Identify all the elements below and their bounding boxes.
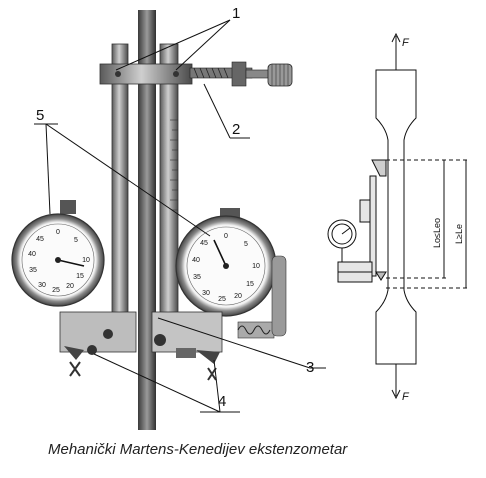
svg-text:35: 35	[193, 274, 201, 281]
svg-text:10: 10	[82, 257, 90, 264]
svg-text:30: 30	[202, 290, 210, 297]
callout-5: 5	[36, 107, 44, 124]
svg-text:0: 0	[56, 229, 60, 236]
svg-text:25: 25	[52, 287, 60, 294]
force-bottom-label: F	[402, 391, 410, 403]
leader-lines	[34, 19, 326, 413]
svg-text:0: 0	[224, 233, 228, 240]
svg-text:40: 40	[192, 257, 200, 264]
right-frame-bar	[159, 43, 179, 335]
svg-text:15: 15	[246, 281, 254, 288]
specimen-outline	[375, 69, 417, 365]
right-dial-needle	[213, 239, 227, 267]
svg-text:20: 20	[66, 283, 74, 290]
callout-3: 3	[306, 359, 314, 376]
svg-text:15: 15	[76, 273, 84, 280]
svg-text:40: 40	[28, 251, 36, 258]
specimen-rod	[138, 10, 156, 430]
svg-text:20: 20	[234, 293, 242, 300]
right-dial-numbers: 10 15 20 25 30 35 40 45 5 0	[192, 233, 260, 303]
lower-housing-right	[151, 311, 223, 353]
callout-2: 2	[232, 121, 240, 138]
specimen-schematic	[327, 32, 470, 400]
gauge-length-l-label: L≥Le	[454, 224, 464, 244]
extensometer-photo: 10 15 20 25 30 35 40 45 5 0 10 15 20 25 …	[11, 5, 326, 430]
svg-text:10: 10	[252, 263, 260, 270]
left-dial-needle	[57, 259, 85, 267]
left-frame-bar	[111, 43, 129, 345]
callout-1: 1	[232, 5, 240, 22]
svg-text:5: 5	[244, 241, 248, 248]
svg-text:45: 45	[36, 236, 44, 243]
figure-caption: Mehanički Martens-Kenedijev ekstenzometa…	[48, 441, 348, 458]
svg-text:25: 25	[218, 296, 226, 303]
left-dial-numbers: 10 15 20 25 30 35 40 45 5 0	[28, 229, 90, 294]
spring-block	[237, 321, 275, 339]
svg-text:5: 5	[74, 237, 78, 244]
schematic-labels: F F Lo≤Leo L≥Le	[402, 37, 464, 403]
force-top-label: F	[402, 37, 410, 49]
svg-text:30: 30	[38, 282, 46, 289]
gauge-length-lo-label: Lo≤Leo	[432, 218, 442, 248]
svg-text:35: 35	[29, 267, 37, 274]
callout-numbers: 1 2 3 4 5	[36, 5, 314, 410]
lower-housing-left	[59, 311, 137, 353]
callout-4: 4	[218, 393, 226, 410]
svg-text:45: 45	[200, 240, 208, 247]
